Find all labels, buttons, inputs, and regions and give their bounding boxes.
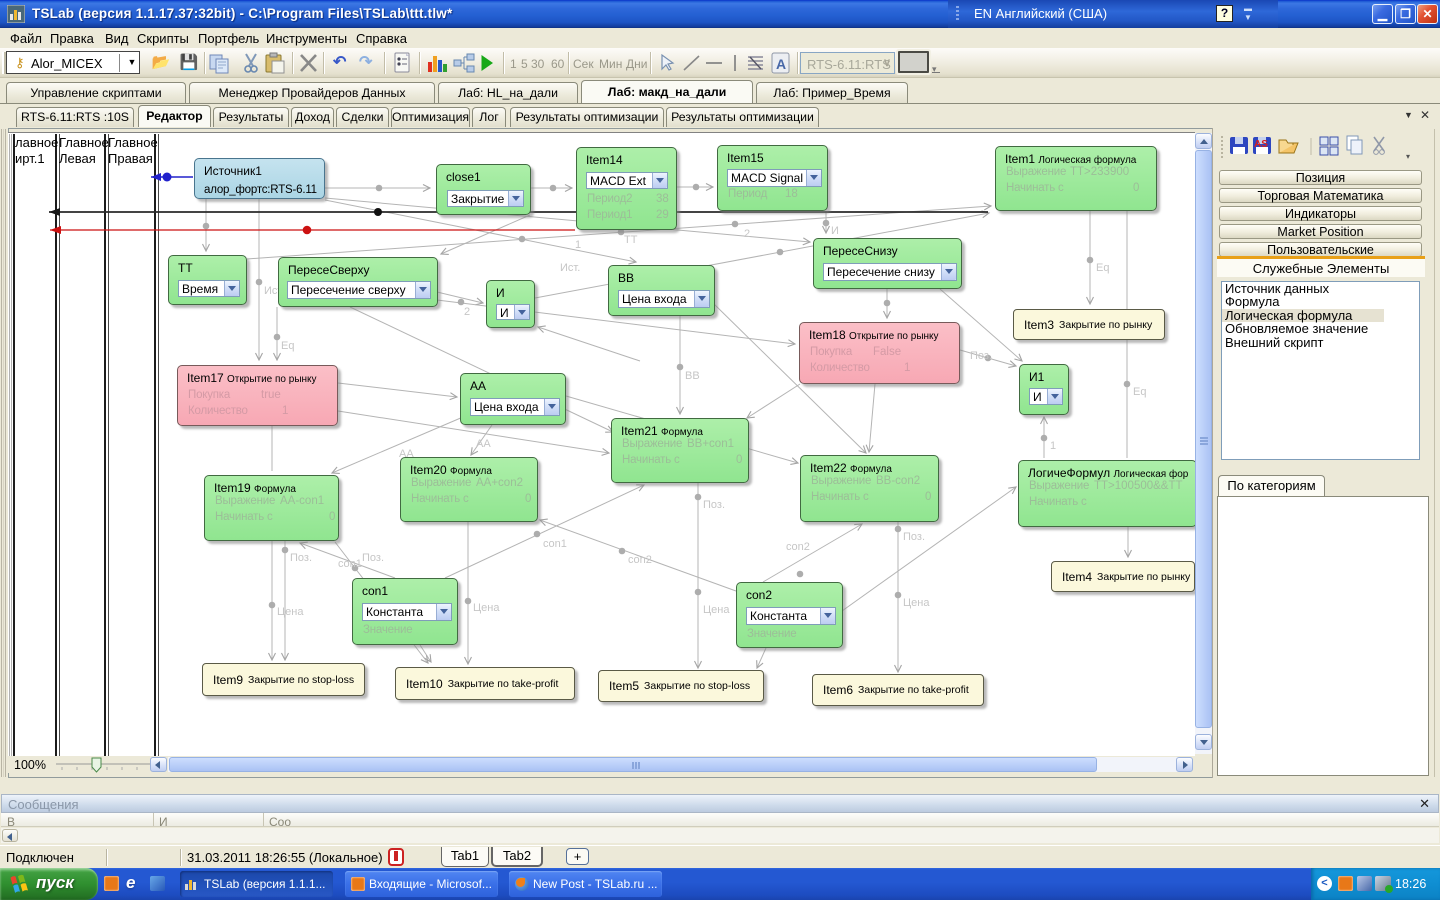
svg-text:ТТ: ТТ (624, 234, 638, 246)
svg-text:1: 1 (575, 239, 581, 251)
svg-text:AS: AS (1254, 139, 1268, 150)
svg-text:Eq: Eq (1096, 262, 1109, 274)
svg-text:Поз.: Поз. (362, 552, 384, 564)
svg-text:con1: con1 (338, 558, 362, 570)
svg-text:1: 1 (1050, 440, 1056, 452)
svg-text:Цена: Цена (473, 602, 500, 614)
svg-text:A: A (776, 56, 786, 72)
svg-text:con2: con2 (786, 541, 810, 553)
svg-text:Ист.: Ист. (560, 262, 580, 274)
svg-text:Eq: Eq (281, 340, 294, 352)
svg-text:BB: BB (685, 370, 700, 382)
svg-text:Поз.: Поз. (903, 531, 925, 543)
svg-text:Eq: Eq (1133, 386, 1146, 398)
svg-text:con2: con2 (628, 554, 652, 566)
svg-text:2: 2 (464, 306, 470, 318)
svg-text:Цена: Цена (277, 606, 304, 618)
svg-text:Цена: Цена (703, 604, 730, 616)
svg-text:Поз.: Поз. (703, 499, 725, 511)
svg-text:2: 2 (744, 228, 750, 240)
svg-text:Поз.: Поз. (970, 350, 992, 362)
svg-text:AA: AA (476, 438, 491, 450)
svg-text:Цена: Цена (903, 597, 930, 609)
svg-text:Поз.: Поз. (290, 552, 312, 564)
svg-text:con1: con1 (543, 538, 567, 550)
svg-text:И: И (831, 225, 839, 237)
